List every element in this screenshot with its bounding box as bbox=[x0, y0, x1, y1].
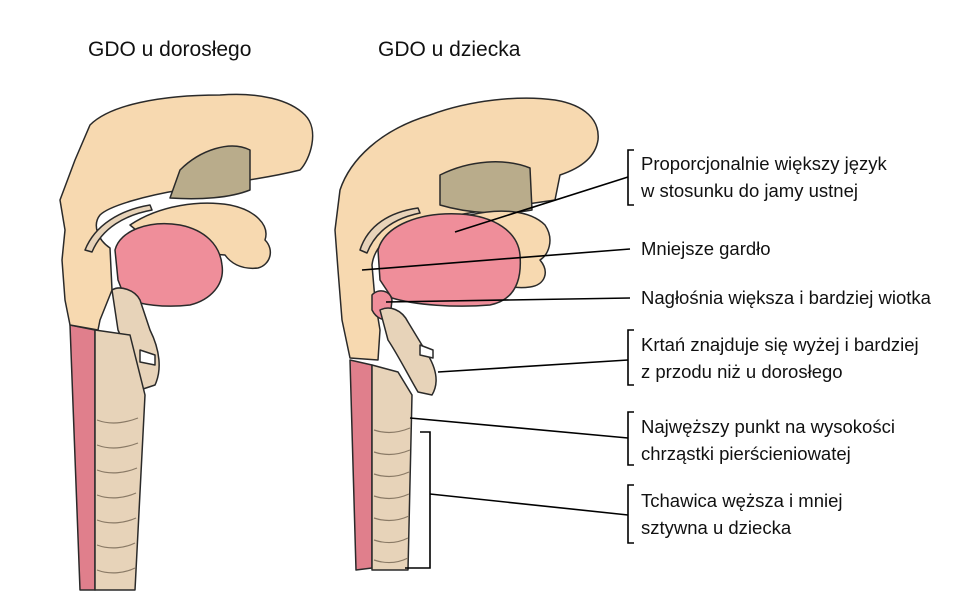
child-larynx-inner bbox=[420, 345, 433, 358]
adult-trachea bbox=[95, 330, 145, 590]
adult-airway bbox=[60, 94, 313, 590]
label-narrowest-line-2: chrząstki pierścieniowatej bbox=[641, 440, 895, 467]
label-narrowest: Najwęższy punkt na wysokości chrząstki p… bbox=[641, 413, 895, 467]
child-esophagus bbox=[350, 360, 372, 570]
bracket-trachea bbox=[628, 485, 634, 543]
label-pharynx: Mniejsze gardło bbox=[641, 235, 771, 262]
label-trachea: Tchawica węższa i mniej sztywna u dzieck… bbox=[641, 487, 843, 541]
label-narrowest-line-1: Najwęższy punkt na wysokości bbox=[641, 413, 895, 440]
title-child: GDO u dziecka bbox=[378, 38, 520, 62]
leader-trachea bbox=[430, 494, 628, 515]
label-epiglottis-line-1: Nagłośnia większa i bardziej wiotka bbox=[641, 284, 931, 311]
label-trachea-line-1: Tchawica węższa i mniej bbox=[641, 487, 843, 514]
label-tongue: Proporcjonalnie większy język w stosunku… bbox=[641, 150, 887, 204]
leader-larynx bbox=[438, 360, 628, 372]
bracket-larynx bbox=[628, 330, 634, 385]
child-nasal-cavity bbox=[440, 162, 532, 213]
bracket-narrowest bbox=[628, 412, 634, 465]
label-epiglottis: Nagłośnia większa i bardziej wiotka bbox=[641, 284, 931, 311]
label-trachea-line-2: sztywna u dziecka bbox=[641, 514, 843, 541]
child-airway bbox=[335, 98, 598, 570]
label-larynx-line-2: z przodu niż u dorosłego bbox=[641, 358, 919, 385]
title-adult: GDO u dorosłego bbox=[88, 38, 251, 62]
label-larynx: Krtań znajduje się wyżej i bardziej z pr… bbox=[641, 331, 919, 385]
label-larynx-line-1: Krtań znajduje się wyżej i bardziej bbox=[641, 331, 919, 358]
label-tongue-line-2: w stosunku do jamy ustnej bbox=[641, 177, 887, 204]
label-tongue-line-1: Proporcjonalnie większy język bbox=[641, 150, 887, 177]
adult-esophagus bbox=[70, 325, 95, 590]
label-pharynx-line-1: Mniejsze gardło bbox=[641, 235, 771, 262]
bracket-tongue bbox=[628, 150, 634, 205]
leader-narrowest bbox=[410, 418, 628, 438]
